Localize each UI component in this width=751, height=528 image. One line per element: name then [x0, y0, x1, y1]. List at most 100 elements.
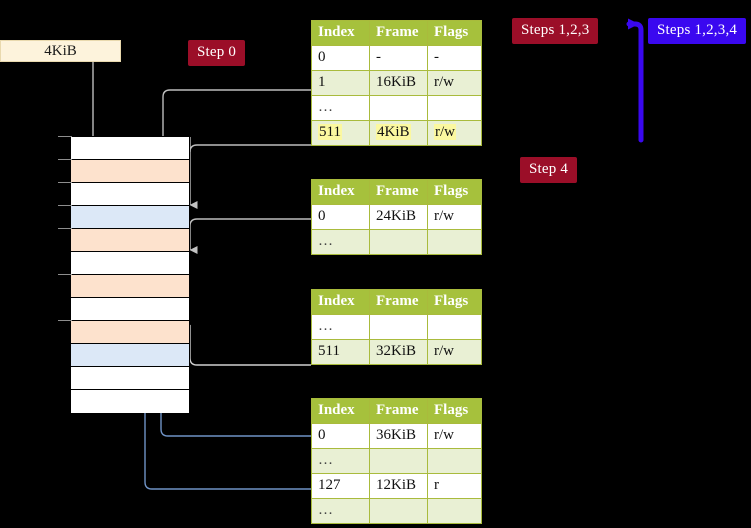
table-cell: -	[369, 45, 428, 71]
table-cell: 0	[311, 45, 370, 71]
table-cell: r/w	[427, 70, 482, 96]
connector-pd-to-memory	[182, 321, 311, 366]
table-cell	[369, 229, 428, 255]
table-cell: 1	[311, 70, 370, 96]
table-cell: 16KiB	[369, 70, 428, 96]
table-row[interactable]: …	[311, 314, 482, 340]
column-header-index: Index	[311, 398, 370, 424]
memory-frame-row	[71, 160, 189, 183]
connector-pdpt-to-memory	[189, 218, 311, 254]
column-header-index: Index	[311, 289, 370, 315]
column-header-frame: Frame	[369, 289, 428, 315]
frame-size-box: 4KiB	[0, 40, 121, 62]
table-cell: 0	[311, 423, 370, 449]
table-cell: 511	[311, 120, 370, 146]
column-header-flags: Flags	[427, 289, 482, 315]
table-cell: r/w	[427, 204, 482, 230]
memory-frame-row	[71, 344, 189, 367]
table-cell	[427, 314, 482, 340]
memory-row-tick	[58, 159, 72, 160]
table-cell	[427, 448, 482, 474]
memory-row-tick	[58, 320, 72, 321]
table-cell	[369, 314, 428, 340]
table-cell: r/w	[427, 120, 482, 146]
table-cell	[427, 229, 482, 255]
column-header-index: Index	[311, 179, 370, 205]
physical-memory-column	[70, 136, 190, 413]
table-row[interactable]: …	[311, 229, 482, 255]
table-cell: 36KiB	[369, 423, 428, 449]
column-header-index: Index	[311, 20, 370, 46]
table-cell: 4KiB	[369, 120, 428, 146]
column-header-frame: Frame	[369, 179, 428, 205]
table-cell: -	[427, 45, 482, 71]
purple-step-bracket-arrow	[626, 18, 644, 143]
table-cell: 127	[311, 473, 370, 499]
column-header-frame: Frame	[369, 398, 428, 424]
table-cell: 0	[311, 204, 370, 230]
highlighted-value: 4KiB	[376, 124, 411, 140]
connector-memory-to-pdpt	[189, 137, 311, 209]
table-row[interactable]: …	[311, 498, 482, 524]
step-badge-step4: Step 4	[520, 157, 578, 183]
table-cell: 12KiB	[369, 473, 428, 499]
table-cell: …	[311, 95, 370, 121]
memory-frame-row	[71, 321, 189, 344]
table-row[interactable]: 511 4KiB r/w	[311, 120, 482, 146]
memory-frame-row	[71, 275, 189, 298]
memory-frame-row	[71, 206, 189, 229]
table-cell: 32KiB	[369, 339, 428, 365]
memory-frame-row	[71, 183, 189, 206]
table-cell	[427, 95, 482, 121]
memory-row-tick	[58, 205, 72, 206]
step-badge-steps123: Steps 1,2,3	[512, 18, 599, 44]
column-header-flags: Flags	[427, 398, 482, 424]
table-cell	[369, 498, 428, 524]
memory-row-tick	[58, 274, 72, 275]
table-cell: 24KiB	[369, 204, 428, 230]
memory-frame-row	[71, 390, 189, 413]
table-row[interactable]: …	[311, 448, 482, 474]
memory-frame-row	[71, 298, 189, 321]
table-cell: …	[311, 448, 370, 474]
memory-frame-row	[71, 252, 189, 275]
table-cell: 511	[311, 339, 370, 365]
table-cell: …	[311, 229, 370, 255]
frame-size-label: 4KiB	[44, 42, 77, 59]
table-cell	[369, 448, 428, 474]
table-cell: …	[311, 314, 370, 340]
column-header-flags: Flags	[427, 179, 482, 205]
highlighted-value: r/w	[434, 124, 456, 140]
step-badge-step0: Step 0	[188, 40, 246, 66]
memory-frame-row	[71, 137, 189, 160]
table-row[interactable]: …	[311, 95, 482, 121]
memory-row-tick	[58, 136, 72, 137]
memory-frame-row	[71, 229, 189, 252]
table-cell: r/w	[427, 339, 482, 365]
table-row[interactable]: 0--	[311, 45, 482, 71]
memory-row-tick	[58, 228, 72, 229]
memory-row-tick	[58, 182, 72, 183]
table-cell: …	[311, 498, 370, 524]
column-header-flags: Flags	[427, 20, 482, 46]
memory-frame-row	[71, 367, 189, 390]
highlighted-value: 511	[318, 124, 342, 140]
table-cell: r	[427, 473, 482, 499]
column-header-frame: Frame	[369, 20, 428, 46]
table-cell: r/w	[427, 423, 482, 449]
step-badge-steps1234: Steps 1,2,3,4	[648, 18, 747, 44]
table-cell	[427, 498, 482, 524]
